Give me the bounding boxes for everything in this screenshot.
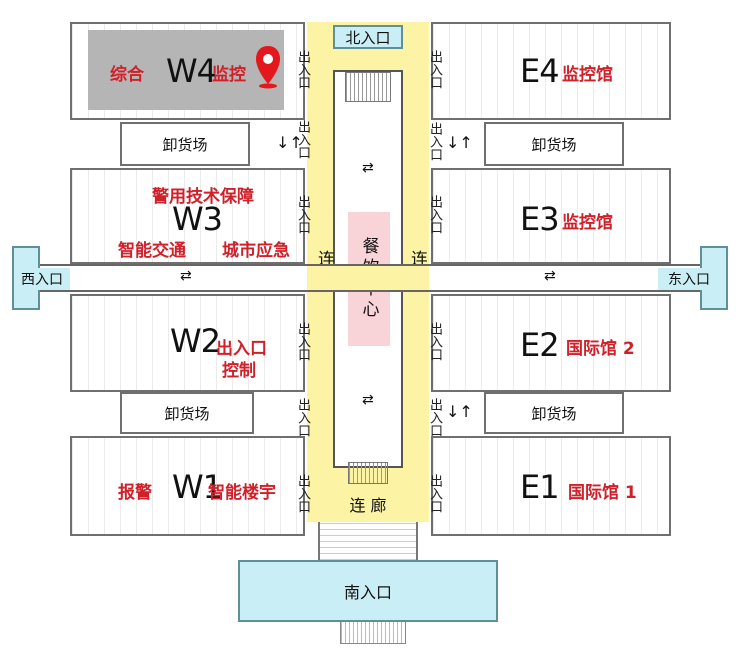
exit-label-nw: 出入口	[295, 120, 310, 159]
unloading-area-sw[interactable]: 卸货场	[120, 392, 254, 434]
w4-label-right: 监控	[212, 65, 246, 85]
exit-label-ne: 出入口	[427, 122, 442, 161]
corridor-bottom-label: 连 廊	[349, 496, 387, 515]
w1-code: W1	[172, 468, 223, 506]
east-entrance[interactable]: 东入口	[658, 268, 720, 290]
exit-label-e4: 出入口	[427, 50, 442, 89]
unloading-label-nw: 卸货场	[162, 135, 208, 154]
e1-code: E1	[520, 468, 560, 506]
exit-label-sw: 出入口	[295, 398, 310, 437]
hall-w1[interactable]	[70, 436, 305, 536]
map-pin-icon	[256, 46, 280, 89]
exit-label-e2: 出入口	[427, 322, 442, 361]
e3-name: 监控馆	[562, 213, 613, 233]
south-stair	[348, 462, 388, 484]
west-entrance-label: 西入口	[21, 272, 63, 288]
e2-code: E2	[520, 326, 560, 364]
south-entrance[interactable]: 南入口	[238, 560, 498, 622]
arrow-left-right-icon: ⇄	[544, 268, 556, 284]
arrow-up-down-icon: ↓↑	[446, 133, 473, 152]
north-entrance[interactable]: 北入口	[333, 25, 403, 49]
w2-line1: 出入口	[216, 339, 267, 359]
exit-label-e1: 出入口	[427, 474, 442, 513]
hall-e3[interactable]	[431, 168, 671, 264]
exit-label-w1: 出入口	[295, 474, 310, 513]
hall-e2[interactable]	[431, 294, 671, 392]
arrow-left-right-icon: ⇄	[362, 160, 374, 176]
west-entrance[interactable]: 西入口	[14, 268, 70, 290]
south-entrance-label: 南入口	[343, 583, 392, 602]
w3-line2a: 智能交通	[118, 241, 186, 261]
exit-label-w3: 出入口	[295, 195, 310, 234]
e4-code: E4	[520, 52, 560, 90]
hall-w2[interactable]	[70, 294, 305, 392]
unloading-area-nw[interactable]: 卸货场	[120, 122, 250, 166]
w1-label-right: 智能楼宇	[208, 483, 276, 503]
w4-highlight	[88, 30, 284, 110]
unloading-label-se: 卸货场	[531, 404, 577, 423]
unloading-label-sw: 卸货场	[164, 404, 210, 423]
south-connector	[318, 522, 418, 560]
w4-label-left: 综合	[110, 65, 144, 85]
w2-line2: 控制	[222, 361, 256, 381]
w3-line2b: 城市应急	[222, 241, 290, 261]
e1-name: 国际馆 1	[568, 483, 637, 503]
north-stair	[345, 72, 391, 102]
exit-label-w4: 出入口	[295, 50, 310, 89]
east-entrance-label: 东入口	[668, 272, 710, 288]
arrow-up-down-icon: ↓↑	[446, 402, 473, 421]
hall-w3[interactable]	[70, 168, 305, 264]
exit-label-se: 出入口	[427, 398, 442, 437]
hall-e4[interactable]	[431, 22, 671, 120]
north-entrance-label: 北入口	[345, 28, 391, 47]
hall-e1[interactable]	[431, 436, 671, 536]
arrow-left-right-icon: ⇄	[180, 268, 192, 284]
exit-label-w2: 出入口	[295, 322, 310, 361]
e4-name: 监控馆	[562, 65, 613, 85]
arrow-up-down-icon: ↓↑	[276, 133, 303, 152]
w1-label-left: 报警	[118, 483, 152, 503]
arrow-left-right-icon: ⇄	[362, 392, 374, 408]
unloading-label-ne: 卸货场	[531, 135, 577, 154]
passage-corridor-crossing	[307, 266, 429, 290]
w3-code: W3	[172, 200, 223, 238]
w3-line1: 警用技术保障	[152, 187, 254, 207]
w4-code: W4	[166, 52, 217, 90]
exit-label-e3: 出入口	[427, 195, 442, 234]
e3-code: E3	[520, 200, 560, 238]
unloading-area-ne[interactable]: 卸货场	[484, 122, 624, 166]
w2-code: W2	[170, 322, 221, 360]
unloading-area-se[interactable]: 卸货场	[484, 392, 624, 434]
e2-name: 国际馆 2	[566, 339, 635, 359]
south-entrance-steps	[340, 622, 406, 644]
